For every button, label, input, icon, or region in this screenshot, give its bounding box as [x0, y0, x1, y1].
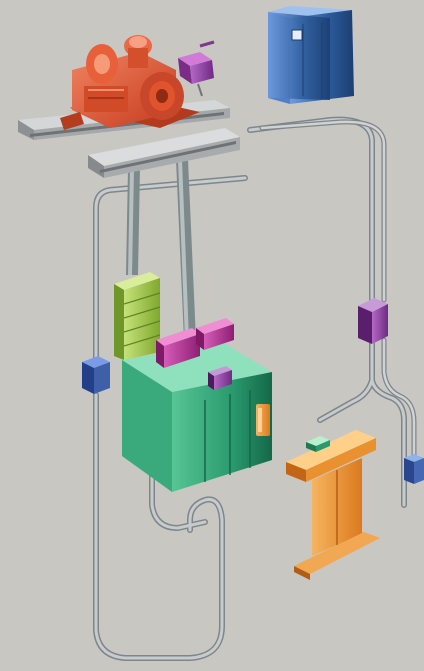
shaft-encoder[interactable]: [82, 356, 110, 394]
elevator-car[interactable]: [122, 342, 272, 492]
pit-switch[interactable]: [404, 454, 424, 484]
car-operating-panel: [256, 404, 270, 436]
overspeed-governor[interactable]: [178, 42, 214, 96]
machine-controller[interactable]: [268, 6, 354, 104]
hoist-machine[interactable]: [60, 35, 200, 130]
counterweight[interactable]: [114, 272, 160, 360]
landing-control-panel[interactable]: [286, 430, 380, 580]
shaft-junction-box[interactable]: [358, 298, 388, 344]
